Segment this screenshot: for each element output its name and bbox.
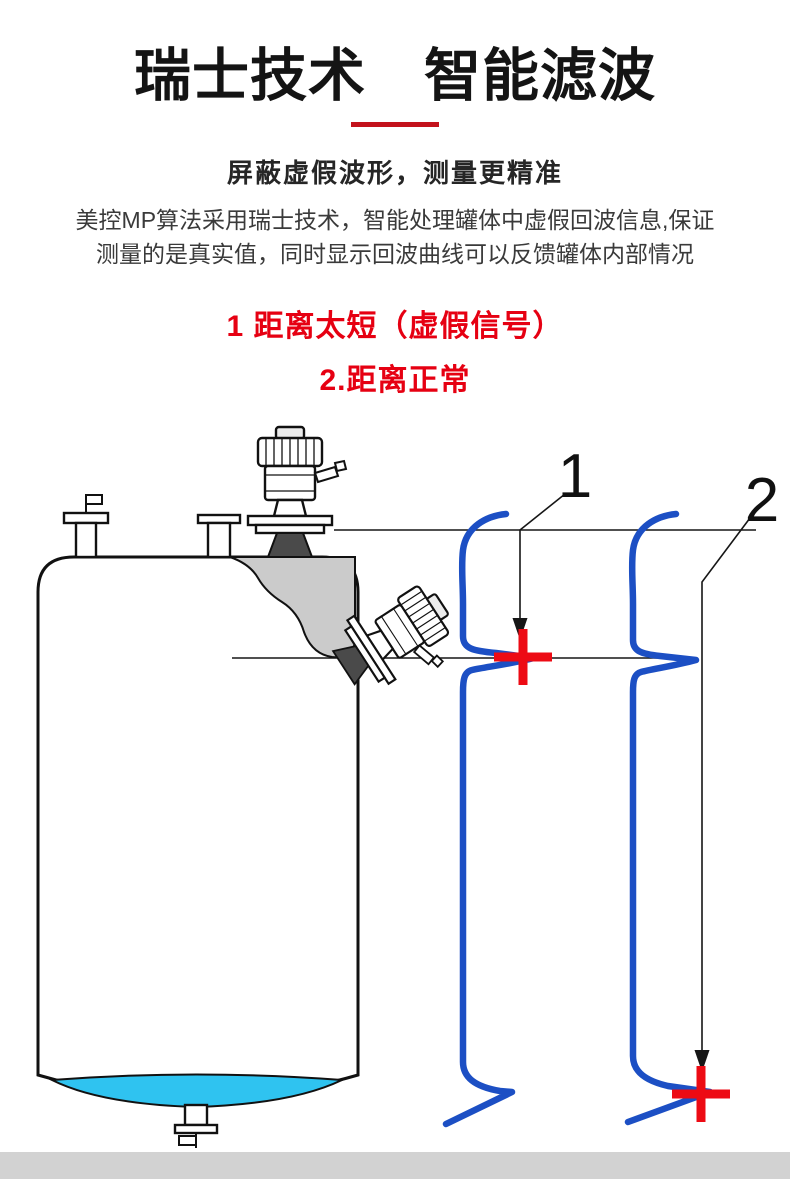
down-arrow-2: [694, 1050, 710, 1072]
echo-diagram: 1 2: [36, 425, 779, 1148]
tank-liquid: [48, 1073, 346, 1109]
subtitle: 屏蔽虚假波形，测量更精准: [226, 157, 563, 188]
cross-marker-1: [494, 629, 552, 685]
diagram-label-2: 2: [745, 466, 779, 535]
tank-drain: [173, 1103, 219, 1148]
tank-nozzle-left: [62, 494, 110, 559]
page-title: 瑞士技术 智能滤波: [134, 44, 656, 108]
top-radar-sensor: [246, 425, 348, 559]
body-paragraph: 美控MP算法采用瑞士技术，智能处理罐体中虚假回波信息,保证 测量的是真实值，同时…: [0, 203, 790, 271]
body-line-2: 测量的是真实值，同时显示回波曲线可以反馈罐体内部情况: [96, 240, 694, 267]
cross-marker-2: [672, 1066, 730, 1122]
reference-lines: [232, 493, 756, 1050]
body-line-1: 美控MP算法采用瑞士技术，智能处理罐体中虚假回波信息,保证: [75, 206, 715, 233]
leader-line-1: [519, 493, 566, 620]
tank-nozzle-top: [196, 513, 242, 559]
diagram-label-1: 1: [558, 442, 592, 511]
echo-curve-2: [624, 510, 714, 1126]
title-underline: [351, 121, 439, 127]
bottom-bar: [0, 1152, 790, 1179]
header-section: 瑞士技术 智能滤波 屏蔽虚假波形，测量更精准 美控MP算法采用瑞士技术，智能处理…: [0, 0, 790, 399]
leader-line-2: [701, 517, 751, 1050]
legend-item-2: 2.距离正常: [319, 363, 471, 397]
legend-item-1: 1 距离太短（虚假信号）: [226, 309, 564, 343]
storage-tank: [36, 494, 360, 1148]
diagram-section: 1 2: [0, 420, 790, 1150]
